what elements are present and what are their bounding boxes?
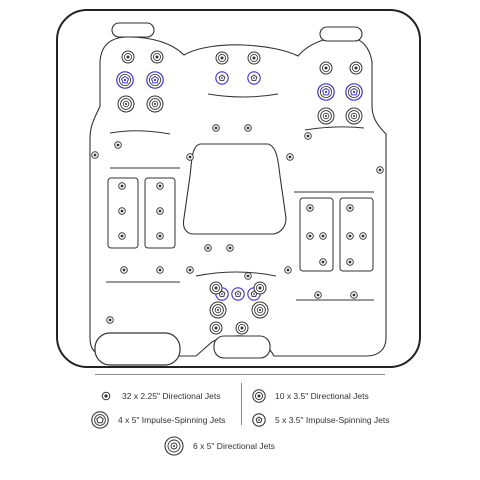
legend-label-large-spin-jets: 4 x 5" Impulse-Spinning Jets bbox=[118, 415, 226, 425]
directional-jet-small bbox=[106, 316, 114, 324]
directional-jet-small bbox=[156, 232, 164, 240]
impulse-spinning-jet-large bbox=[317, 83, 335, 101]
directional-jet-small bbox=[118, 232, 126, 240]
large-directional-jet-icon bbox=[164, 436, 184, 456]
legend-item-medium-spin-jets: 5 x 3.5" Impulse-Spinning Jets bbox=[251, 410, 390, 430]
directional-jet-small bbox=[186, 153, 194, 161]
directional-jet-medium bbox=[253, 281, 267, 295]
directional-jet-small bbox=[346, 204, 354, 212]
legend-label-small-jets: 32 x 2.25" Directional Jets bbox=[122, 391, 221, 401]
directional-jet-medium bbox=[235, 321, 249, 335]
directional-jet-medium bbox=[215, 51, 229, 65]
directional-jet-large bbox=[117, 95, 135, 113]
directional-jet-small bbox=[226, 244, 234, 252]
directional-jet-small bbox=[120, 266, 128, 274]
seat-contour-lines bbox=[106, 93, 374, 301]
directional-jet-medium bbox=[121, 50, 135, 64]
impulse-spinning-jet-large bbox=[146, 71, 164, 89]
directional-jet-small bbox=[204, 244, 212, 252]
jet-panel-right-1 bbox=[299, 197, 334, 272]
directional-jet-medium bbox=[150, 50, 164, 64]
directional-jet-medium bbox=[349, 61, 363, 75]
pillow-bottom-left bbox=[94, 332, 181, 366]
legend-item-medium-jets: 10 x 3.5" Directional Jets bbox=[251, 386, 369, 406]
tub-seating-outline bbox=[89, 36, 387, 357]
directional-jet-large bbox=[209, 301, 227, 319]
small-directional-jet-icon bbox=[101, 391, 111, 401]
directional-jet-small bbox=[156, 182, 164, 190]
directional-jet-small bbox=[319, 258, 327, 266]
directional-jet-small bbox=[376, 166, 384, 174]
jet-panel-right-2 bbox=[339, 197, 374, 272]
impulse-spinning-jet-medium bbox=[215, 71, 229, 85]
legend-label-medium-jets: 10 x 3.5" Directional Jets bbox=[275, 391, 369, 401]
directional-jet-small bbox=[118, 207, 126, 215]
directional-jet-small bbox=[118, 182, 126, 190]
directional-jet-small bbox=[286, 153, 294, 161]
directional-jet-large bbox=[146, 95, 164, 113]
directional-jet-small bbox=[212, 124, 220, 132]
medium-directional-jet-icon bbox=[252, 389, 266, 403]
directional-jet-small bbox=[156, 266, 164, 274]
directional-jet-small bbox=[306, 204, 314, 212]
center-footwell bbox=[182, 143, 287, 235]
directional-jet-medium bbox=[209, 321, 223, 335]
impulse-spinning-jet-medium bbox=[247, 71, 261, 85]
headrest-bottom-center bbox=[213, 335, 271, 359]
directional-jet-small bbox=[284, 266, 292, 274]
directional-jet-large bbox=[251, 301, 269, 319]
headrest-top-right bbox=[319, 26, 363, 42]
directional-jet-small bbox=[156, 207, 164, 215]
medium-impulse-spinning-jet-icon bbox=[252, 413, 266, 427]
directional-jet-small bbox=[314, 291, 322, 299]
legend-item-large-spin-jets: 4 x 5" Impulse-Spinning Jets bbox=[90, 410, 225, 430]
directional-jet-medium bbox=[209, 281, 223, 295]
impulse-spinning-jet-large bbox=[345, 83, 363, 101]
legend-item-small-jets: 32 x 2.25" Directional Jets bbox=[98, 386, 220, 406]
headrest-top-left bbox=[111, 22, 155, 38]
directional-jet-small bbox=[304, 132, 312, 140]
directional-jet-medium bbox=[247, 51, 261, 65]
directional-jet-small bbox=[350, 291, 358, 299]
directional-jet-small bbox=[114, 141, 122, 149]
directional-jet-large bbox=[345, 107, 363, 125]
directional-jet-small bbox=[319, 232, 327, 240]
directional-jet-small bbox=[186, 266, 194, 274]
legend-item-large-jets: 6 x 5" Directional Jets bbox=[163, 436, 275, 456]
directional-jet-small bbox=[244, 124, 252, 132]
directional-jet-small bbox=[359, 232, 367, 240]
directional-jet-small bbox=[244, 272, 252, 280]
impulse-spinning-jet-medium bbox=[231, 287, 245, 301]
legend-label-large-jets: 6 x 5" Directional Jets bbox=[193, 441, 275, 451]
directional-jet-small bbox=[91, 151, 99, 159]
directional-jet-small bbox=[306, 232, 314, 240]
impulse-spinning-jet-large bbox=[116, 71, 134, 89]
legend-top-divider bbox=[95, 374, 385, 375]
legend-label-medium-spin-jets: 5 x 3.5" Impulse-Spinning Jets bbox=[275, 415, 390, 425]
directional-jet-small bbox=[346, 232, 354, 240]
directional-jet-small bbox=[346, 258, 354, 266]
large-impulse-spinning-jet-icon bbox=[91, 411, 109, 429]
legend-vertical-divider bbox=[241, 383, 242, 425]
directional-jet-large bbox=[317, 107, 335, 125]
directional-jet-medium bbox=[319, 61, 333, 75]
hot-tub-layout-diagram bbox=[56, 9, 421, 368]
